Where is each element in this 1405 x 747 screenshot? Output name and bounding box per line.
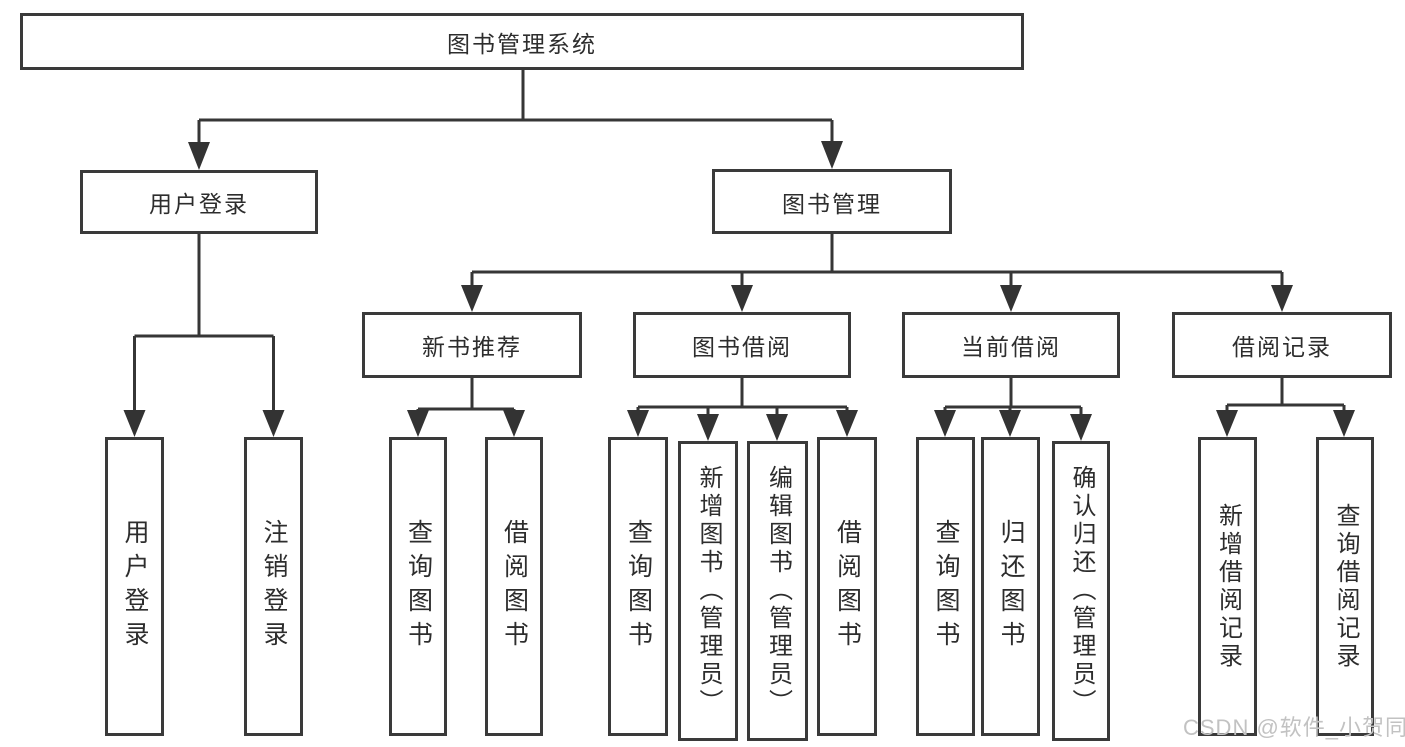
leaf-current-return-books: 归还图书 — [981, 437, 1040, 736]
connector-book-management-to-level3 — [470, 234, 1284, 288]
arrowhead-level3 — [461, 285, 1293, 312]
leaf-current-confirm-return-admin: 确认归还（管理员） — [1052, 441, 1110, 741]
connector-root-to-level2 — [197, 69, 834, 146]
arrowhead-records-leaves — [1216, 410, 1355, 437]
leaf-borrow-borrow-books: 借阅图书 — [817, 437, 877, 736]
leaf-records-query-record: 查询借阅记录 — [1316, 437, 1374, 736]
node-current-borrow: 当前借阅 — [902, 312, 1120, 378]
leaf-recommend-borrow-books: 借阅图书 — [485, 437, 543, 736]
node-root-library-management-system: 图书管理系统 — [20, 13, 1024, 70]
node-user-login: 用户登录 — [80, 170, 318, 234]
leaf-user-login: 用户登录 — [105, 437, 164, 736]
arrowhead-root-to-level2 — [188, 141, 843, 170]
csdn-watermark: CSDN @软件_小贺同学 — [1183, 715, 1405, 740]
node-book-management: 图书管理 — [712, 169, 952, 234]
leaf-records-add-record: 新增借阅记录 — [1198, 437, 1257, 736]
connector-recommend-to-leaves — [416, 378, 516, 413]
connector-current-to-leaves — [943, 378, 1083, 416]
leaf-borrow-query-books: 查询图书 — [608, 437, 668, 736]
connector-records-to-leaves — [1225, 378, 1346, 412]
leaf-recommend-query-books: 查询图书 — [389, 437, 447, 736]
leaf-logout: 注销登录 — [244, 437, 303, 736]
connector-user-login-to-leaves — [133, 234, 275, 413]
arrowhead-user-login-leaves — [123, 410, 285, 437]
node-book-borrow: 图书借阅 — [633, 312, 851, 378]
connector-borrow-to-leaves — [636, 378, 849, 416]
leaf-borrow-add-books-admin: 新增图书（管理员） — [678, 441, 738, 741]
leaf-borrow-edit-books-admin: 编辑图书（管理员） — [747, 441, 808, 741]
arrowhead-recommend-leaves — [407, 410, 525, 437]
node-borrow-records: 借阅记录 — [1172, 312, 1392, 378]
leaf-current-query-books: 查询图书 — [916, 437, 975, 736]
node-new-book-recommend: 新书推荐 — [362, 312, 582, 378]
